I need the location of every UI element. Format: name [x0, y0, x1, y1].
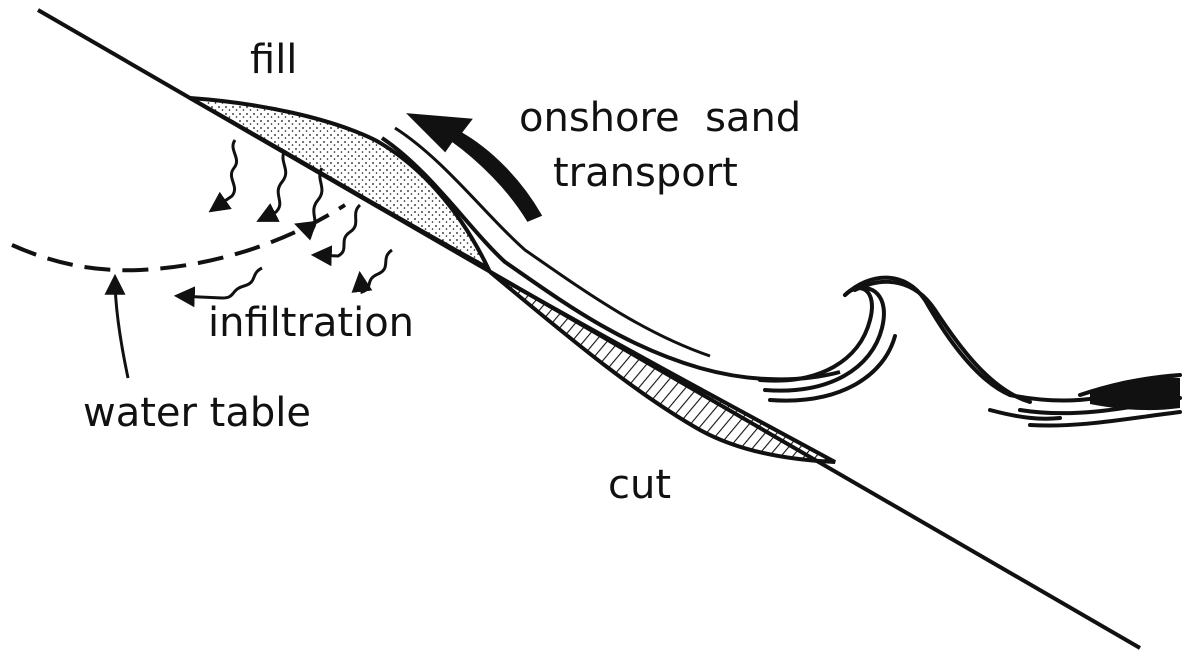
- onshore-sand-label: onshore sand: [519, 98, 801, 138]
- cut-label: cut: [608, 465, 671, 505]
- wave-crest-fill: [1090, 378, 1180, 411]
- cut-erosion: [490, 272, 835, 462]
- water-table-label: water table: [83, 393, 311, 433]
- infiltration-label: infiltration: [208, 303, 414, 343]
- transport-label: transport: [553, 153, 738, 193]
- water-table-pointer: [115, 278, 128, 378]
- water-table-line: [12, 205, 345, 270]
- fill-label: fill: [250, 40, 297, 80]
